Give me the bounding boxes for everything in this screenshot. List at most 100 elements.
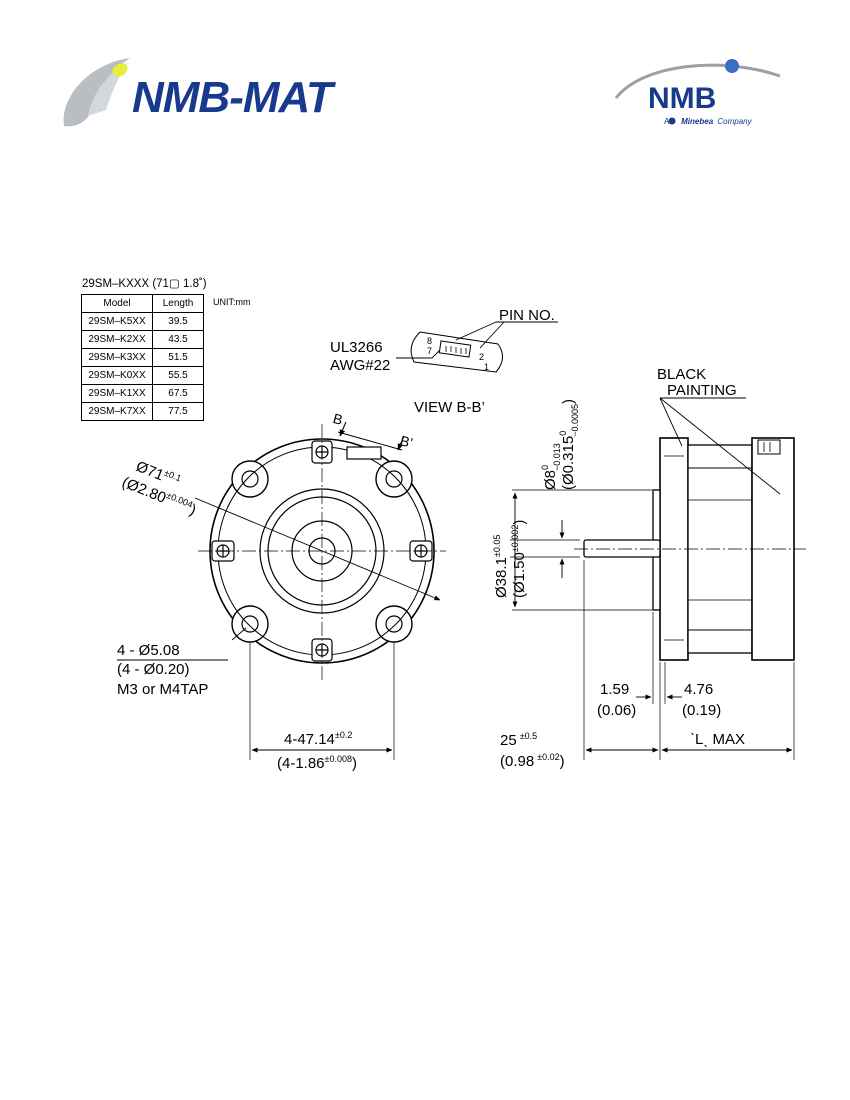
diam71-in-close: ) [188,501,199,519]
mount-hole-bl [241,615,259,633]
pitch-in-close: ) [352,755,357,772]
side-body [687,444,753,654]
holes-in-label: (4 - Ø0.20) [117,661,190,678]
side-pilot [652,489,661,611]
table-cell-length: 39.5 [152,312,204,331]
nmb-logo: NMB A Minebea Company [614,59,781,126]
pilot-outer [259,488,385,614]
pilot-in-tol: ±0.002 [510,525,520,552]
svg-text:Ø38.1±0.05: Ø38.1±0.05 [492,535,510,598]
shaft-in-tol-up: 0 [558,431,568,436]
table-cell-model: 29SM–K1XX [81,384,153,403]
pin-1-label: 1 [484,362,489,372]
shaft-len-in-close: ) [560,753,565,770]
holes-leader [231,627,247,641]
svg-text:(Ø0.3150−0.0005): (Ø0.3150−0.0005) [558,399,580,490]
shaft-len-label: 25 [500,732,517,749]
pilot-mm-tol: ±0.05 [492,535,502,557]
front-view [194,421,446,760]
side-view [510,397,806,760]
cable-leader [396,349,441,359]
side-connector [757,439,781,455]
mount-ear-tl [231,460,269,498]
screw-boss-bottom [311,638,333,662]
svg-text:25±0.5: 25±0.5 [500,731,537,749]
black-painting-label-2: PAINTING [667,382,737,399]
table-cell-model: 29SM–K7XX [81,402,153,421]
pin-8-label: 8 [427,336,432,346]
holes-mm-label: 4 - Ø5.08 [117,642,180,659]
mount-ear-tr [375,460,413,498]
unit-label: UNIT:mm [213,297,251,307]
table-cell-length: 77.5 [152,402,204,421]
screw-boss-right [409,540,433,562]
pilot-mm-label: Ø38.1 [493,557,510,598]
svg-text:Ø80−0.013: Ø80−0.013 [540,443,562,490]
svg-text:(4-1.86±0.008): (4-1.86±0.008) [277,754,357,772]
table-cell-model: 29SM–K0XX [81,366,153,385]
shaft-len-in-label: (0.98 [500,753,534,770]
side-rear-cap [751,437,795,661]
pin-no-label: PIN NO. [499,307,555,324]
connector-pins [438,340,472,358]
screw-boss-left [211,540,235,562]
table-cell-length: 55.5 [152,366,204,385]
nmb-mat-logo: NMB-MAT [63,58,337,127]
shaft-len-in-tol: ±0.02 [537,752,559,762]
front-flange-outline [209,438,435,664]
svg-text:(0.98±0.02): (0.98±0.02) [500,752,565,770]
pin-no-leader [455,321,558,349]
front-body-circle [217,446,427,656]
svg-text:(Ø2.80±0.004): (Ø2.80±0.004) [120,473,199,519]
diam71-label: Ø71 [134,458,167,484]
logo-tagline-brand: Minebea [681,117,714,126]
section-b-label: B [331,410,344,428]
section-arrow-b2 [397,435,405,451]
screw-boss-top [311,440,333,464]
svg-text:A Minebea Company: A Minebea Company [664,117,753,126]
diam71-in-label: (Ø2.80 [120,474,169,507]
mount-ear-bl [231,605,269,643]
pin-view-detail [396,321,558,373]
table-cell-length: 51.5 [152,348,204,367]
logo-text: NMB-MAT [132,73,336,122]
shaft-mm-label: Ø8 [542,470,559,490]
l-max-label: ˋLˎ MAX [690,731,745,748]
mount-hole-tr [385,470,403,488]
connector-outline [410,331,503,373]
mount-hole-br [385,615,403,633]
black-painting-leader [659,397,781,495]
pitch-mm-tol: ±0.2 [335,730,352,740]
logo-minebea-dot-icon [668,117,676,125]
table-cell-model: 29SM–K2XX [81,330,153,349]
table-cell-model: 29SM–K5XX [81,312,153,331]
connector-boss [346,446,382,460]
mount-hole-tl [241,470,259,488]
table-header-model: Model [81,294,153,313]
section-b2-label: B’ [398,432,414,451]
shaft-in-label: (Ø0.315 [560,436,577,490]
shaft-in-close: ) [560,399,577,404]
pilot-in-label: (Ø1.50 [511,552,528,598]
table-cell-length: 43.5 [152,330,204,349]
pitch-in-tol: ±0.008 [325,754,352,764]
diam71-in-tol: ±0.004 [165,490,194,510]
shaft-len-tol: ±0.5 [520,731,537,741]
logo-nmb-text: NMB [648,82,716,115]
side-shaft [583,539,661,558]
view-bb-label: VIEW B-B’ [414,399,485,416]
pin-2-label: 2 [479,352,484,362]
table-cell-model: 29SM–K3XX [81,348,153,367]
shaft-in-tol-low: −0.0005 [570,404,580,437]
diam71-tol: ±0.1 [163,468,183,484]
table-header-row: Model Length [81,294,204,313]
cable-type-label: UL3266 [330,339,383,356]
holes-tap-label: M3 or M4TAP [117,681,208,698]
section-arrow-b [339,421,347,437]
pilot-in-close: ) [511,520,528,525]
pilot-inner [267,496,377,606]
